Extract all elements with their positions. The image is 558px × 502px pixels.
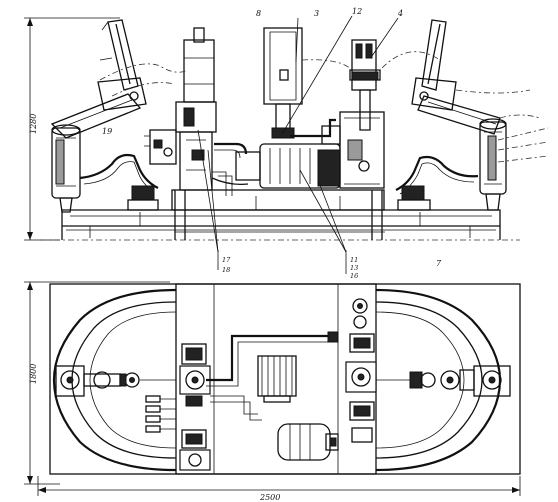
side-elevation-view: 1280 — [24, 15, 549, 274]
width-dimension-line — [24, 281, 170, 485]
callout-13: 13 — [350, 264, 358, 272]
leader-lines — [197, 15, 399, 274]
central-tank — [257, 355, 297, 403]
callout-19: 19 — [102, 127, 112, 136]
left-valve-column — [175, 27, 217, 191]
left-control-block — [144, 129, 177, 165]
right-gear-unit-upper — [345, 298, 377, 393]
callout-16: 16 — [350, 272, 358, 280]
left-pipe-loop — [79, 153, 159, 211]
base-frame — [40, 209, 520, 241]
left-bracket-stack — [145, 395, 176, 433]
plan-view: 1800 — [24, 281, 521, 496]
width-dimension-label: 1800 — [29, 364, 38, 384]
callout-11: 11 — [350, 256, 358, 264]
center-cylinder — [263, 27, 303, 139]
left-gear-unit-upper — [179, 343, 211, 407]
height-dimension-label: 1280 — [29, 114, 38, 134]
callout-4: 4 — [397, 9, 403, 18]
motion-envelope-lines — [99, 51, 549, 163]
right-pipe-loop — [395, 155, 479, 211]
callout-3: 3 — [314, 9, 319, 18]
plan-motor — [277, 423, 339, 461]
callout-18: 18 — [222, 266, 230, 274]
central-frame — [171, 189, 385, 240]
length-dimension-label: 2500 — [259, 493, 280, 502]
callout-12: 12 — [352, 7, 362, 16]
callout-7: 7 — [436, 259, 442, 268]
left-cylinder — [51, 124, 81, 213]
plan-piping — [206, 331, 339, 421]
callout-17: 17 — [222, 256, 231, 264]
right-gear-unit-lower — [349, 401, 375, 443]
central-piping — [211, 118, 336, 196]
right-oval-track — [375, 288, 502, 472]
motor-pump-unit — [235, 111, 385, 189]
height-dimension-line — [24, 17, 120, 241]
callout-labels: 8 3 12 4 19 17 18 11 13 16 7 2500 — [102, 7, 442, 502]
length-dimension-line — [37, 476, 521, 496]
callout-8: 8 — [256, 9, 261, 18]
right-roller-assembly — [376, 365, 511, 397]
right-lever-arm — [411, 19, 501, 135]
right-valve-column — [349, 39, 381, 131]
left-lever-arm — [50, 19, 147, 139]
left-gear-unit-lower — [179, 429, 211, 471]
left-roller-assembly — [55, 365, 176, 397]
right-cylinder — [479, 118, 507, 211]
